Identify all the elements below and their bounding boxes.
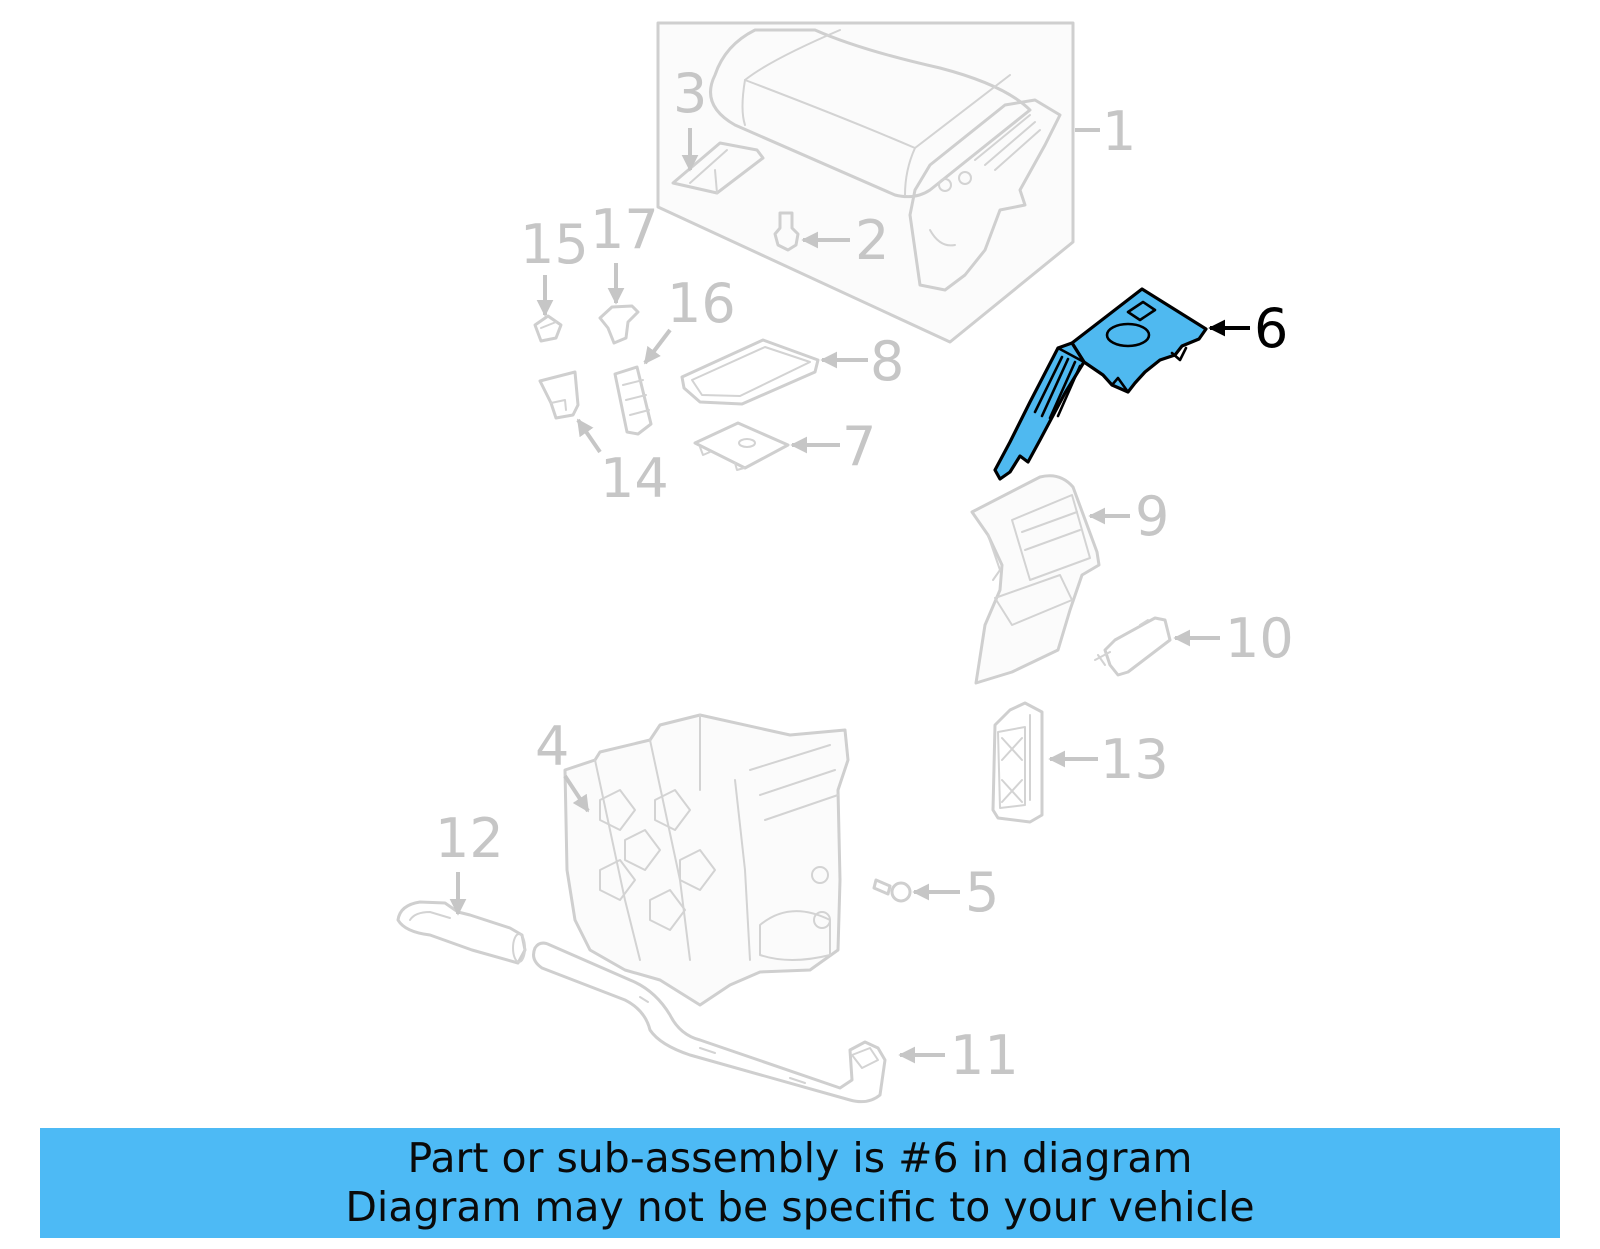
callout-17[interactable]: 17 — [590, 198, 659, 305]
part-12-front-duct — [396, 900, 527, 965]
callout-6-highlighted[interactable]: 6 — [1208, 297, 1288, 360]
svg-text:11: 11 — [950, 1024, 1019, 1087]
svg-text:7: 7 — [842, 415, 876, 478]
svg-text:14: 14 — [600, 447, 669, 510]
svg-text:5: 5 — [965, 861, 999, 924]
svg-text:9: 9 — [1135, 485, 1169, 548]
svg-text:10: 10 — [1225, 607, 1294, 670]
callout-11[interactable]: 11 — [898, 1024, 1019, 1087]
callout-15[interactable]: 15 — [520, 213, 589, 317]
callout-5[interactable]: 5 — [912, 861, 999, 924]
callout-14[interactable]: 14 — [576, 418, 669, 510]
part-10-vent-bezel — [1094, 616, 1172, 677]
svg-text:2: 2 — [855, 209, 889, 272]
svg-text:15: 15 — [520, 213, 589, 276]
callout-9[interactable]: 9 — [1088, 485, 1169, 548]
banner-vehicle-disclaimer: Diagram may not be specific to your vehi… — [345, 1183, 1255, 1231]
part-14-clip — [538, 370, 580, 420]
part-16-clip — [613, 365, 653, 436]
svg-text:16: 16 — [667, 272, 736, 335]
part-5-screw — [872, 878, 912, 903]
callout-13[interactable]: 13 — [1048, 728, 1169, 791]
part-7-cup-mat — [693, 421, 790, 471]
part-6-console-panel-highlighted[interactable] — [993, 287, 1208, 481]
svg-text:12: 12 — [435, 807, 504, 870]
callout-12[interactable]: 12 — [435, 807, 504, 916]
part-11-rear-duct — [532, 941, 887, 1104]
banner-part-notice: Part or sub-assembly is #6 in diagram — [407, 1134, 1193, 1182]
part-17-clip — [598, 304, 640, 345]
part-13-bracket-insert — [991, 701, 1044, 824]
part-15-clip — [533, 314, 563, 343]
callout-10[interactable]: 10 — [1173, 607, 1294, 670]
svg-text:1: 1 — [1102, 100, 1136, 163]
svg-text:8: 8 — [870, 330, 904, 393]
callout-7[interactable]: 7 — [790, 415, 876, 478]
callout-3[interactable]: 3 — [673, 62, 707, 172]
svg-text:3: 3 — [673, 62, 707, 125]
callout-8[interactable]: 8 — [820, 330, 904, 393]
callout-4[interactable]: 4 — [535, 715, 590, 813]
callout-2[interactable]: 2 — [801, 209, 889, 272]
svg-text:4: 4 — [535, 715, 569, 778]
part-9-rear-vent-panel — [970, 474, 1101, 685]
svg-text:6: 6 — [1254, 297, 1288, 360]
callout-16[interactable]: 16 — [643, 272, 736, 365]
part-8-tray-mat — [680, 338, 820, 406]
svg-text:13: 13 — [1100, 728, 1169, 791]
callout-1[interactable]: 1 — [1075, 100, 1136, 163]
disclaimer-banner: Part or sub-assembly is #6 in diagram Di… — [40, 1128, 1560, 1238]
part-1-armrest-assembly — [656, 21, 1075, 344]
part-4-console-frame — [563, 713, 850, 1007]
svg-text:17: 17 — [590, 198, 659, 261]
